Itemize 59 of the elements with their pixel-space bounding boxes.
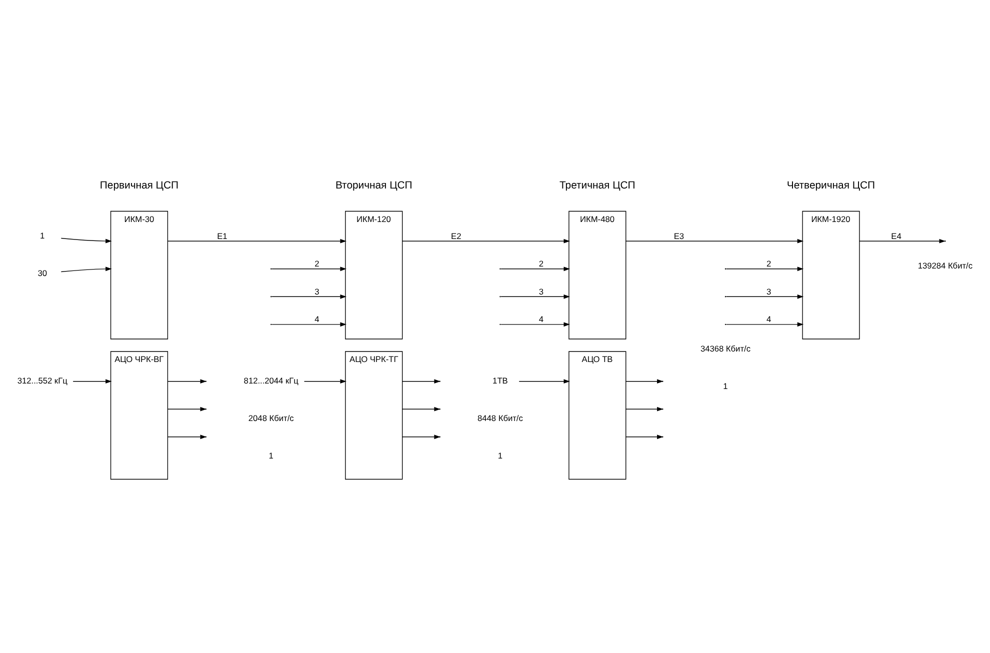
edge-label: 4: [538, 314, 544, 324]
node-text: 812...2044 кГц: [244, 375, 298, 386]
node-text: 312...552 кГц: [17, 375, 68, 386]
edge-label: 4: [766, 314, 772, 324]
edge-label: 2: [538, 258, 544, 269]
arrow: [402, 434, 440, 440]
label: 2048 Кбит/с: [248, 412, 294, 423]
node-box: АЦО ЧРК-ТГ: [345, 351, 403, 480]
edge-label: 3: [538, 286, 544, 296]
arrow: [500, 266, 570, 272]
label: Вторичная ЦСП: [335, 180, 412, 192]
node-box: ИКМ-120: [345, 210, 403, 340]
node-box: ИКМ-30: [110, 210, 168, 340]
edge-label: 3: [314, 286, 320, 296]
arrow: [167, 434, 207, 440]
arrow: [402, 379, 440, 384]
node-box: АЦО ТВ: [568, 351, 626, 480]
arrow: [500, 322, 570, 327]
edge-label: E3: [674, 230, 684, 241]
arrow: [859, 238, 946, 244]
arrow: [726, 294, 804, 299]
node-box: ИКМ-480: [568, 210, 626, 340]
label: 1: [498, 450, 503, 460]
arrow: [167, 238, 346, 244]
label: 139284 Кбит/с: [918, 260, 973, 270]
arrow: [500, 294, 570, 299]
edge-label: 3: [766, 286, 772, 296]
label: 34368 Кбит/с: [700, 344, 750, 354]
arrow: [304, 379, 346, 384]
arrow: [272, 322, 346, 327]
node-text: 30: [38, 268, 48, 278]
arrow: [626, 238, 804, 244]
label: 8448 Кбит/с: [478, 412, 523, 423]
arrow: [272, 294, 346, 299]
label: Четверичная ЦСП: [786, 180, 876, 192]
arrow: [60, 266, 112, 272]
label: Третичная ЦСП: [560, 180, 636, 192]
arrow: [726, 322, 804, 327]
arrow: [60, 238, 112, 244]
label: Первичная ЦСП: [100, 180, 179, 192]
edge-label: E2: [451, 230, 462, 241]
edge-label: E1: [217, 230, 228, 241]
edge-label: E4: [891, 230, 902, 241]
node-text: 1ТВ: [492, 375, 508, 386]
edge-label: 2: [766, 258, 772, 269]
node-box: АЦО ЧРК-ВГ: [110, 351, 168, 480]
edge-label: 2: [314, 258, 320, 269]
arrow: [167, 406, 207, 412]
label: 1: [268, 450, 274, 460]
arrow: [72, 379, 112, 384]
arrow: [402, 406, 440, 412]
arrow: [726, 266, 804, 272]
arrow: [402, 238, 570, 244]
arrow: [272, 266, 346, 272]
node-box: ИКМ-1920: [802, 210, 860, 340]
label: 1: [723, 381, 728, 392]
arrow: [518, 379, 570, 384]
edge-label: 4: [314, 314, 320, 324]
node-text: 1: [40, 230, 45, 240]
